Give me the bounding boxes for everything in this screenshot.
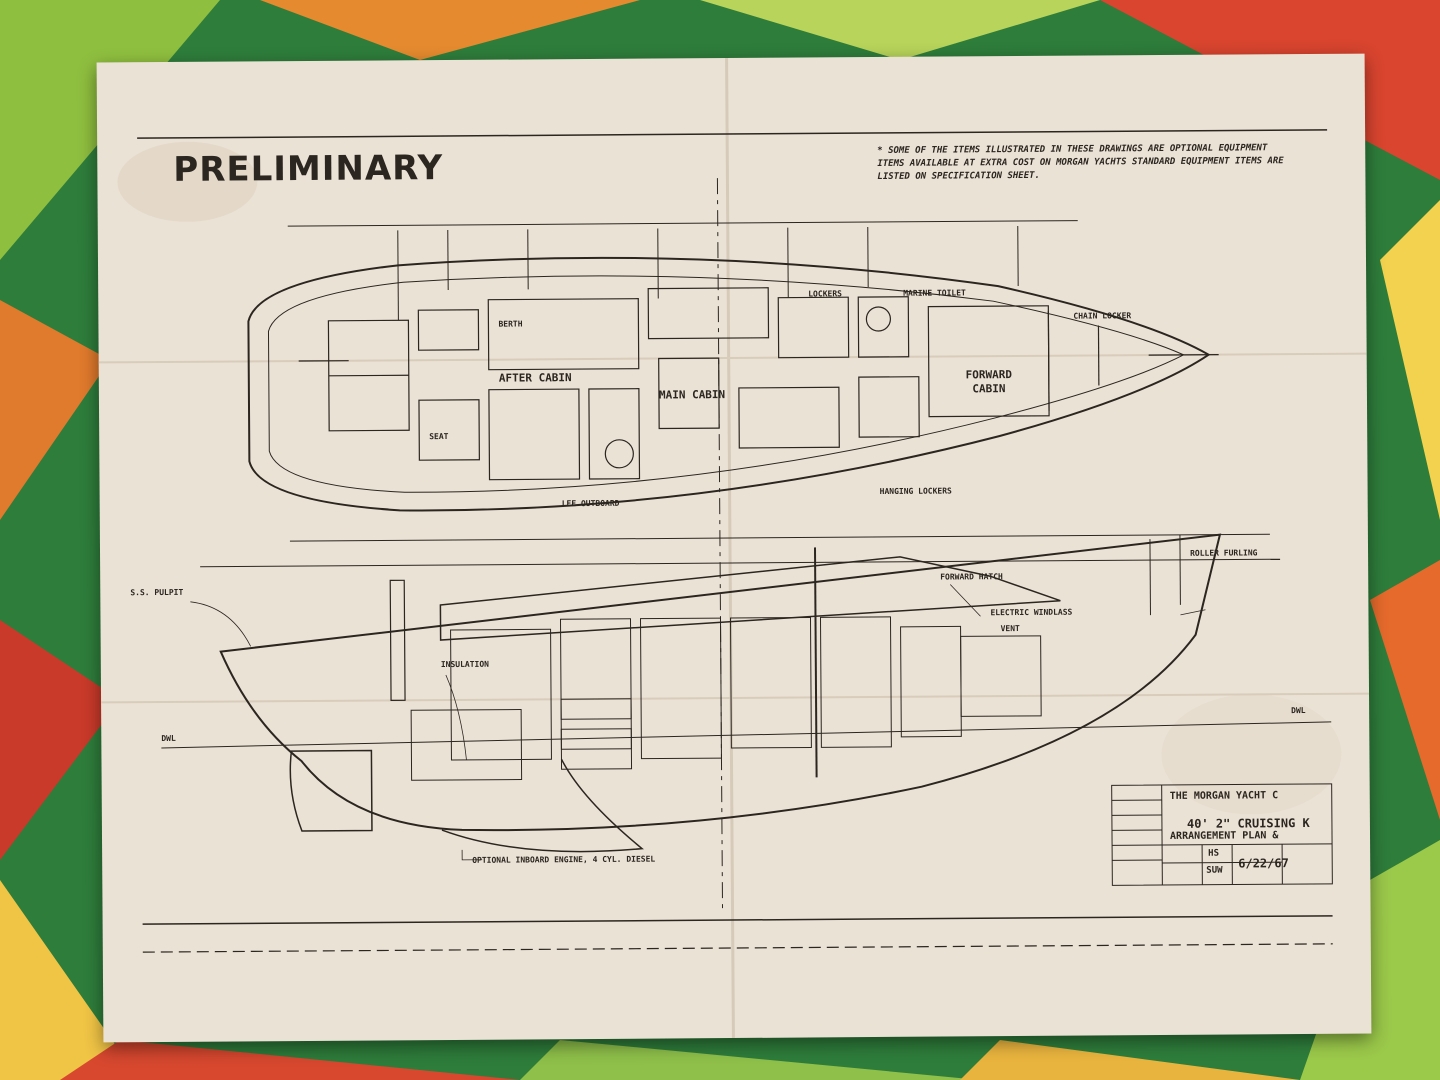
lee-outboard-label: LEE OUTBOARD	[561, 498, 620, 509]
title-block-model: 40' 2" CRUISING K	[1186, 815, 1310, 831]
blueprint-sheet: PRELIMINARY * SOME OF THE ITEMS ILLUSTRA…	[96, 53, 1372, 1043]
insulation-label: INSULATION	[440, 659, 490, 670]
berth-label: BERTH	[498, 319, 523, 329]
title-block-company: THE MORGAN YACHT C	[1169, 790, 1279, 802]
optional-equipment-note: * SOME OF THE ITEMS ILLUSTRATED IN THESE…	[877, 143, 1284, 182]
lockers-label: LOCKERS	[808, 289, 842, 299]
chain-locker-label: CHAIN LOCKER	[1073, 311, 1132, 321]
arrangement-drawing	[98, 58, 1370, 1039]
drawing-status-title: PRELIMINARY	[173, 148, 444, 190]
title-block-date: 6/22/67	[1238, 856, 1289, 871]
title-block-initials-1: HS	[1208, 848, 1220, 859]
title-block-drawing: ARRANGEMENT PLAN &	[1169, 830, 1279, 842]
forward-cabin-label: FORWARD CABIN	[965, 368, 1013, 396]
hanging-lockers-label: HANGING LOCKERS	[879, 486, 952, 496]
title-block-initials-2: SUW	[1206, 865, 1223, 876]
forward-hatch-label: FORWARD HATCH	[940, 572, 1003, 582]
vent-label: VENT	[1000, 624, 1020, 634]
dwl-left-label: DWL	[161, 733, 176, 744]
seat-label: SEAT	[429, 431, 449, 442]
main-cabin-label: MAIN CABIN	[658, 388, 726, 402]
marine-toilet-label: MARINE TOILET	[903, 288, 966, 298]
pulpit-label: S.S. PULPIT	[130, 587, 184, 598]
after-cabin-label: AFTER CABIN	[498, 371, 572, 385]
electric-windlass-label: ELECTRIC WINDLASS	[990, 607, 1073, 618]
dwl-right-label: DWL	[1291, 706, 1306, 716]
roller-furling-label: ROLLER FURLING	[1190, 548, 1258, 558]
engine-note-label: OPTIONAL INBOARD ENGINE, 4 CYL. DIESEL	[472, 854, 656, 865]
